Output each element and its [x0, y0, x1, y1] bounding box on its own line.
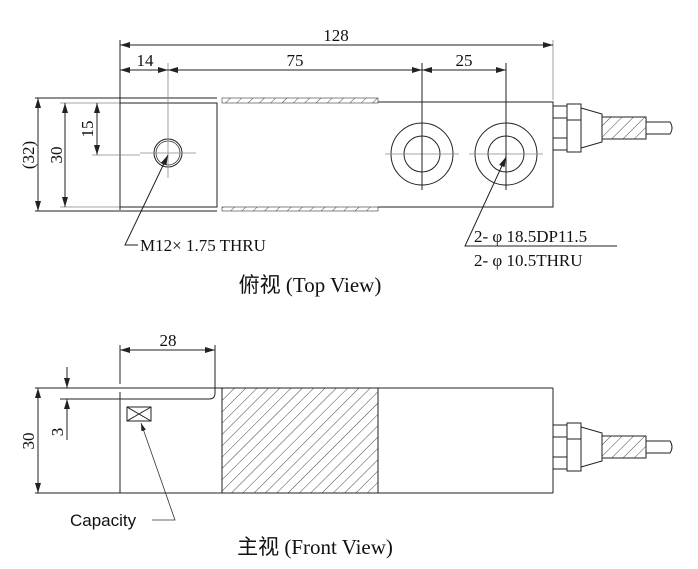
- through-hole-callout: 2- φ 10.5THRU: [474, 251, 583, 270]
- front-view: Capacity 28 30 3 主视 (Front View): [19, 331, 673, 559]
- hatched-top-edge: [221, 97, 379, 104]
- mount-hole-2: [469, 63, 543, 190]
- capacity-callout: Capacity: [70, 511, 137, 530]
- top-view-title: 俯视 (Top View): [239, 273, 382, 297]
- dim-3: 3: [48, 428, 67, 437]
- mount-hole-1: [385, 63, 459, 190]
- dim-75: 75: [287, 51, 304, 70]
- dim-30-height: 30: [19, 433, 38, 450]
- hatched-strain-zone: [221, 387, 379, 494]
- front-view-title: 主视 (Front View): [237, 535, 393, 559]
- cable-connector-icon: [552, 103, 673, 153]
- dim-30: 30: [47, 147, 66, 164]
- counterbore-callout: 2- φ 18.5DP11.5: [474, 227, 587, 246]
- dim-32: (32): [19, 141, 38, 169]
- threaded-hole: [140, 63, 196, 178]
- dim-28: 28: [160, 331, 177, 350]
- dim-14: 14: [137, 51, 155, 70]
- right-block: [378, 101, 554, 208]
- cable-connector-icon: [552, 422, 673, 472]
- top-view: 128 14 75 25 (32) 30 15 M12× 1.75 THRU 2…: [19, 26, 673, 297]
- dim-15: 15: [78, 121, 97, 138]
- dim-128: 128: [323, 26, 349, 45]
- thread-callout: M12× 1.75 THRU: [140, 236, 266, 255]
- hatched-bottom-edge: [221, 206, 379, 212]
- capacity-label-box-icon: [126, 406, 152, 422]
- dim-25: 25: [456, 51, 473, 70]
